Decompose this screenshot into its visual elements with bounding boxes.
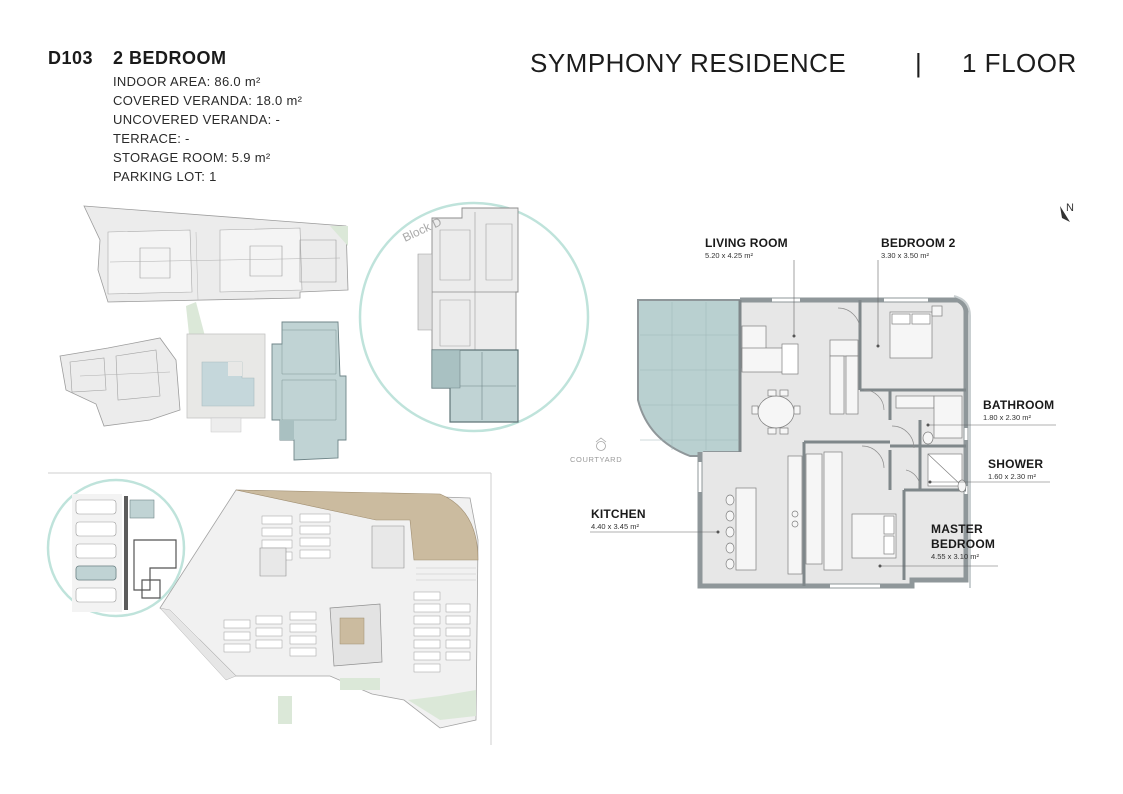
bathroom-fixtures (895, 395, 967, 493)
room-name: BEDROOM 2 (881, 236, 956, 250)
spec-parking-lot: PARKING LOT: 1 (113, 169, 217, 184)
spec-indoor-area: INDOOR AREA: 86.0 m² (113, 74, 261, 89)
room-size: 4.55 x 3.10 m² (931, 552, 979, 561)
unit-type: 2 BEDROOM (113, 48, 227, 68)
room-name: SHOWER (988, 457, 1044, 471)
compass-north-label: N (1066, 202, 1074, 214)
bedroom-2-furniture (889, 305, 943, 359)
title-separator: | (915, 48, 923, 78)
room-name: KITCHEN (591, 507, 646, 521)
courtyard-label: COURTYARD (570, 455, 622, 464)
unit-spec-list: INDOOR AREA: 86.0 m² COVERED VERANDA: 18… (113, 72, 302, 186)
veranda-tiles (640, 302, 738, 450)
unit-code: D103 (48, 48, 94, 68)
room-size: 3.30 x 3.50 m² (881, 251, 929, 260)
floor-label: 1 FLOOR (962, 48, 1077, 78)
room-size: 1.80 x 2.30 m² (983, 413, 1031, 422)
room-label-shower: SHOWER 1.60 x 2.30 m² (988, 457, 1043, 481)
room-label-living-room: LIVING ROOM 5.20 x 4.25 m² (705, 236, 788, 260)
facade-line (953, 295, 971, 588)
kitchen-furniture (725, 453, 823, 575)
page-title: SYMPHONY RESIDENCE | 1 FLOOR (530, 48, 1077, 82)
room-name: LIVING ROOM (705, 236, 788, 250)
room-size: 1.60 x 2.30 m² (988, 472, 1036, 481)
site-plan-upper (59, 205, 349, 461)
room-label-kitchen: KITCHEN 4.40 x 3.45 m² (591, 507, 646, 531)
spec-uncovered-veranda: UNCOVERED VERANDA: - (113, 112, 281, 127)
leader-lines (590, 260, 1056, 567)
room-name: BATHROOM (983, 398, 1055, 412)
parking-zoom-circle (46, 478, 186, 618)
project-name: SYMPHONY RESIDENCE (530, 48, 847, 78)
room-label-master-bedroom: MASTER BEDROOM 4.55 x 3.10 m² (931, 522, 1011, 561)
courtyard-icon (595, 437, 607, 451)
room-label-bathroom: BATHROOM 1.80 x 2.30 m² (983, 398, 1054, 422)
room-name: MASTER BEDROOM (931, 522, 996, 551)
spec-terrace: TERRACE: - (113, 131, 190, 146)
master-bedroom-furniture (823, 451, 897, 571)
spec-storage-room: STORAGE ROOM: 5.9 m² (113, 150, 271, 165)
exterior-walls (697, 297, 969, 589)
compass-icon (1060, 206, 1070, 222)
leader-dots (716, 334, 932, 568)
interior-walls (738, 300, 966, 586)
spec-covered-veranda: COVERED VERANDA: 18.0 m² (113, 93, 303, 108)
room-size: 5.20 x 4.25 m² (705, 251, 753, 260)
room-size: 4.40 x 3.45 m² (591, 522, 639, 531)
living-furniture (741, 325, 859, 435)
room-label-bedroom-2: BEDROOM 2 3.30 x 3.50 m² (881, 236, 955, 260)
covered-veranda (637, 299, 741, 457)
block-d-zoom-circle (358, 201, 590, 433)
site-plan-lower (159, 489, 479, 729)
doors (837, 307, 921, 489)
